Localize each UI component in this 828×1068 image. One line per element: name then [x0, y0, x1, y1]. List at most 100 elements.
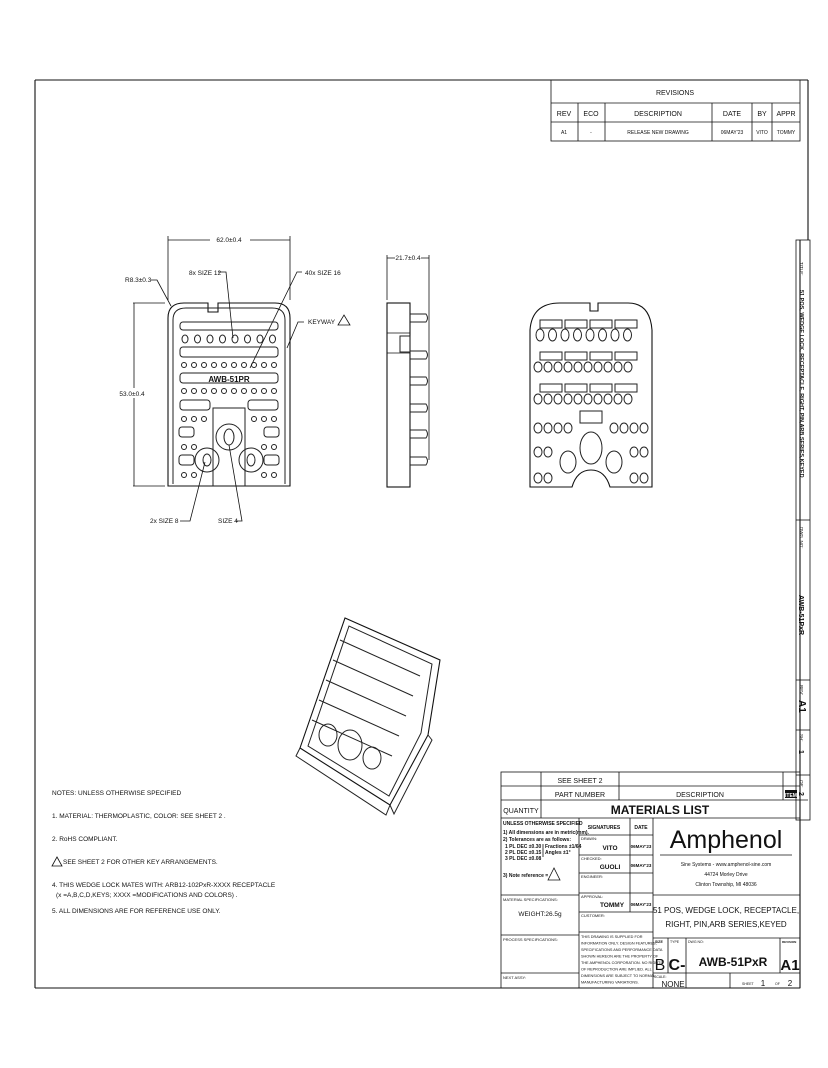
rear-contact-cavity: [593, 393, 603, 405]
rear-contact-cavity: [623, 328, 632, 342]
contact-hole-size16: [271, 388, 277, 394]
of-label: OF: [775, 982, 780, 986]
contact-hole-size12: [269, 334, 276, 344]
keyway-callout: KEYWAY: [308, 319, 336, 326]
title-line-2: RIGHT, PIN,ARB SERIES,KEYED: [665, 920, 787, 929]
sheet-label: SHEET: [742, 982, 755, 986]
appr-cell: TOMMY: [777, 130, 796, 136]
rear-contact-cavity: [583, 361, 593, 373]
strip-dwg-label: DWG. NO:: [799, 527, 804, 549]
engineer-label: ENGINEER:: [581, 874, 603, 879]
radius-callout: R8.3±0.3: [125, 277, 152, 284]
size4-callout: SIZE 4: [218, 518, 238, 525]
notes: NOTES: UNLESS OTHERWISE SPECIFIED 1. MAT…: [51, 790, 276, 915]
contact-hole-size12: [181, 334, 189, 344]
drawn-by: VITO: [602, 845, 617, 852]
size-value: B: [655, 957, 666, 974]
col-appr: APPR: [776, 111, 795, 118]
description-label: DESCRIPTION: [676, 792, 724, 799]
date-heading: DATE: [634, 825, 648, 831]
unless-line2: 2) Tolerances are as follows:: [503, 837, 571, 843]
material-spec-label: MATERIAL SPECIFICATIONS:: [503, 897, 558, 902]
rear-contact-cavity: [573, 361, 583, 373]
approval-label: APPROVAL:: [581, 894, 603, 899]
rear-contact-cavity: [535, 328, 545, 342]
iso-rib: [318, 699, 400, 737]
address-line-3: Clinton Township, MI 48036: [695, 882, 757, 888]
strip-dwg-no: AWB-51PxR: [797, 595, 804, 635]
contact-hole-size12: [206, 334, 214, 344]
type-value: C-: [669, 957, 686, 974]
rear-contact-cavity: [543, 393, 553, 405]
drawn-date: 06MAY'23: [631, 844, 652, 849]
contact-hole-size16: [231, 388, 237, 394]
rear-latch-slot: [539, 351, 563, 361]
rear-contact-cavity: [639, 446, 649, 458]
strip-title: 51 POS, WEDGE LOCK, RECEPTACLE, RIGHT, P…: [798, 290, 804, 478]
checked-date: 06MAY'23: [631, 863, 652, 868]
revision-value: A1: [780, 957, 799, 974]
rear-contact-cavity: [629, 446, 639, 458]
contact-pin: [410, 429, 428, 439]
rear-latch-slot: [564, 319, 588, 329]
contact-hole-size16: [271, 472, 277, 478]
description-cell: RELEASE NEW DRAWING: [627, 130, 689, 136]
disclaimer-line: SHOWN HEREON ARE THE PROPERTY OF: [581, 955, 659, 959]
rear-contact-cavity: [533, 422, 543, 434]
customer-label: CUSTOMER:: [581, 913, 605, 918]
unless-heading: UNLESS OTHERWISE SPECIFIED: [503, 821, 583, 827]
tol-2pl: 2 PL DEC ±0.15: [505, 850, 541, 856]
side-view: 21.7±0.4: [386, 253, 430, 488]
revisions-table: REVISIONS REV ECO DESCRIPTION DATE BY AP…: [550, 79, 801, 142]
rear-latch-slot: [614, 319, 638, 329]
checked-by: GUOLI: [600, 864, 621, 871]
date-cell: 06MAY'23: [721, 130, 744, 136]
keyway-flag-icon: [337, 314, 351, 326]
tol-1pl: 1 PL DEC ±0.30: [505, 844, 541, 850]
part-number-label: PART NUMBER: [555, 792, 605, 799]
contact-hole-size16: [271, 444, 277, 450]
contact-hole-size16: [191, 416, 197, 422]
note-1: 1. MATERIAL: THERMOPLASTIC, COLOR: SEE S…: [52, 813, 226, 820]
rear-contact-cavity: [603, 361, 613, 373]
part-marking: AWB-51PR: [208, 375, 250, 384]
address-line-2: 44724 Morley Drive: [704, 872, 748, 878]
isometric-view: [295, 617, 441, 816]
iso-rib: [339, 639, 421, 677]
contact-hole-size16: [241, 388, 247, 394]
contact-hole-size16: [261, 388, 267, 394]
contact-hole-size16: [201, 388, 207, 394]
materials-list-heading: MATERIALS LIST: [611, 803, 710, 817]
contact-hole-size16: [211, 362, 217, 368]
part-number-value: SEE SHEET 2: [557, 778, 602, 785]
signatures-heading: SIGNATURES: [588, 825, 621, 831]
rear-contact-cavity: [613, 361, 623, 373]
contact-hole-size16: [231, 362, 237, 368]
strip-sh-label: SH:: [799, 734, 804, 742]
iso-rib: [325, 679, 407, 717]
rear-latch-slot: [614, 351, 638, 361]
strip-rev-label: REV:: [799, 685, 804, 695]
rear-contact-cavity: [543, 422, 553, 434]
disclaimer-line: SPECIFICATIONS AND PERFORMANCE DATA: [581, 948, 663, 952]
quantity-label: QUANTITY: [503, 808, 539, 815]
rear-size8-cavity: [559, 450, 577, 474]
weight-value: WEIGHT:26.5g: [518, 911, 562, 918]
contact-hole-size16: [271, 416, 277, 422]
contact-hole-size16: [261, 362, 267, 368]
contact-hole-size16: [201, 416, 207, 422]
rear-key-slot: [579, 410, 603, 424]
contact-hole-size16: [201, 362, 207, 368]
rear-contact-cavity: [619, 422, 629, 434]
disclaimer-line: OF REPRODUCTION ARE IMPLIED. ALL: [581, 968, 652, 972]
contact-hole-size16: [241, 362, 247, 368]
rear-contact-cavity: [563, 393, 573, 405]
col-date: DATE: [723, 111, 741, 118]
rear-contact-cavity: [543, 361, 553, 373]
contact-pin: [410, 313, 428, 323]
rear-contact-cavity: [533, 393, 543, 405]
rear-latch-slot: [539, 383, 563, 393]
contact-hole-size16: [191, 444, 197, 450]
rear-contact-cavity: [583, 393, 593, 405]
